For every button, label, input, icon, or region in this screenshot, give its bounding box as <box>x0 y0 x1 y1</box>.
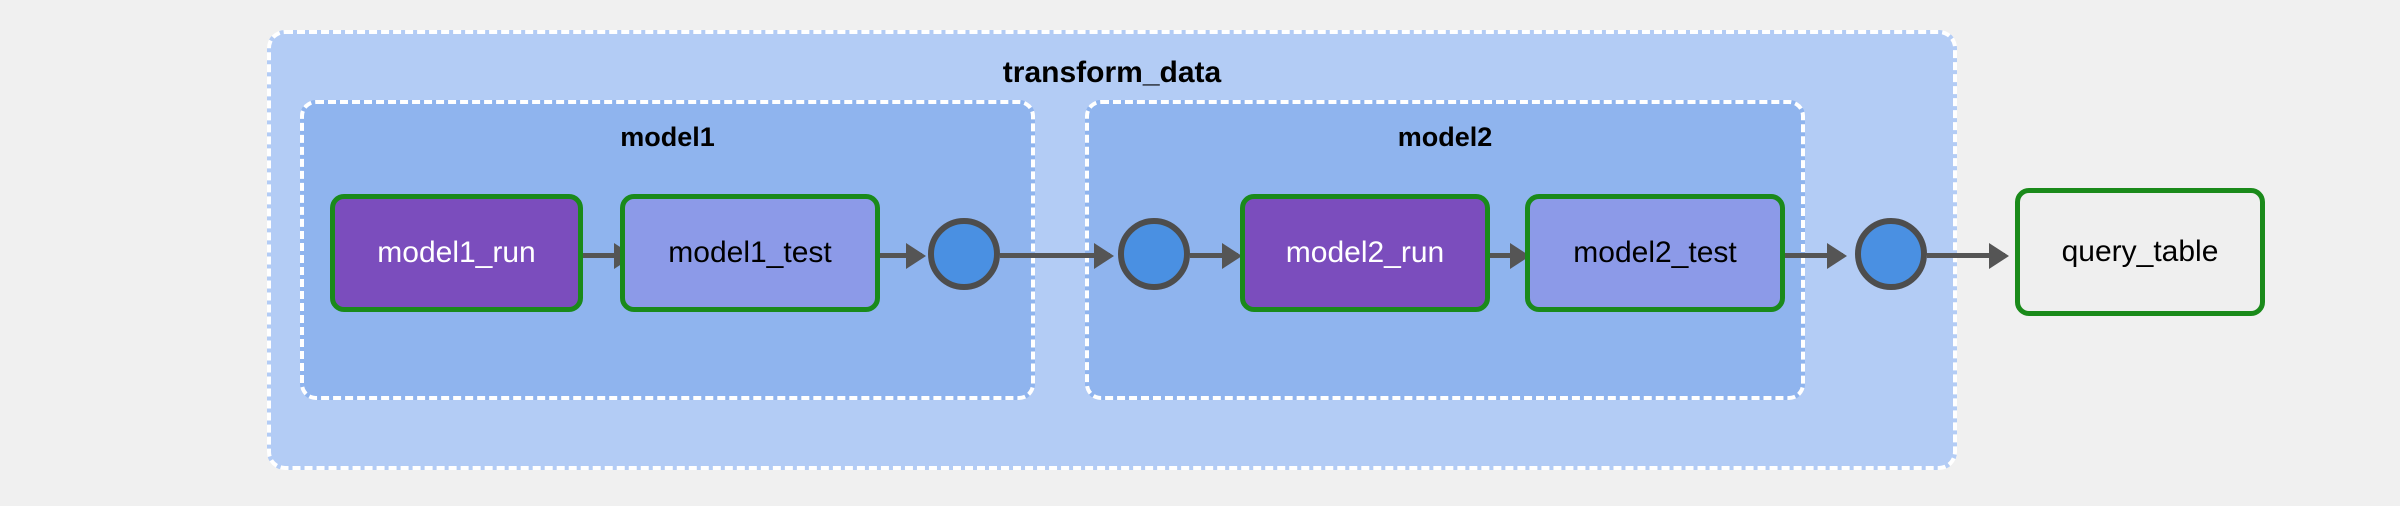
node-model1-run[interactable]: model1_run <box>330 194 583 312</box>
node-model2-run[interactable]: model2_run <box>1240 194 1490 312</box>
node-query-table[interactable]: query_table <box>2015 188 2265 316</box>
edge-model1-run-to-model1-test <box>583 253 630 258</box>
subgraph-title-model2: model2 <box>1397 122 1493 152</box>
node-model2-point-in[interactable] <box>1118 218 1190 290</box>
edge-model2-test-to-model2-point-out <box>1785 253 1843 258</box>
node-label: model1_run <box>377 236 536 269</box>
subgraph-title-model1: model1 <box>620 122 715 152</box>
node-label: model1_test <box>668 236 832 269</box>
node-label: query_table <box>2061 235 2219 268</box>
node-label: model2_run <box>1285 236 1445 269</box>
node-model2-point-out[interactable] <box>1855 218 1927 290</box>
node-model1-point[interactable] <box>928 218 1000 290</box>
edge-model1-point-to-model2-point-in <box>1000 253 1110 258</box>
subgraph-title-transform-data: transform_data <box>1002 56 1222 89</box>
edge-model1-test-to-model1-point <box>880 253 922 258</box>
edge-model2-point-in-to-model2-run <box>1190 253 1238 258</box>
node-model2-test[interactable]: model2_test <box>1525 194 1785 312</box>
node-model1-test[interactable]: model1_test <box>620 194 880 312</box>
edge-model2-run-to-model2-test <box>1480 253 1526 258</box>
edge-model2-point-out-to-query-table <box>1927 253 2005 258</box>
node-label: model2_test <box>1573 236 1737 269</box>
